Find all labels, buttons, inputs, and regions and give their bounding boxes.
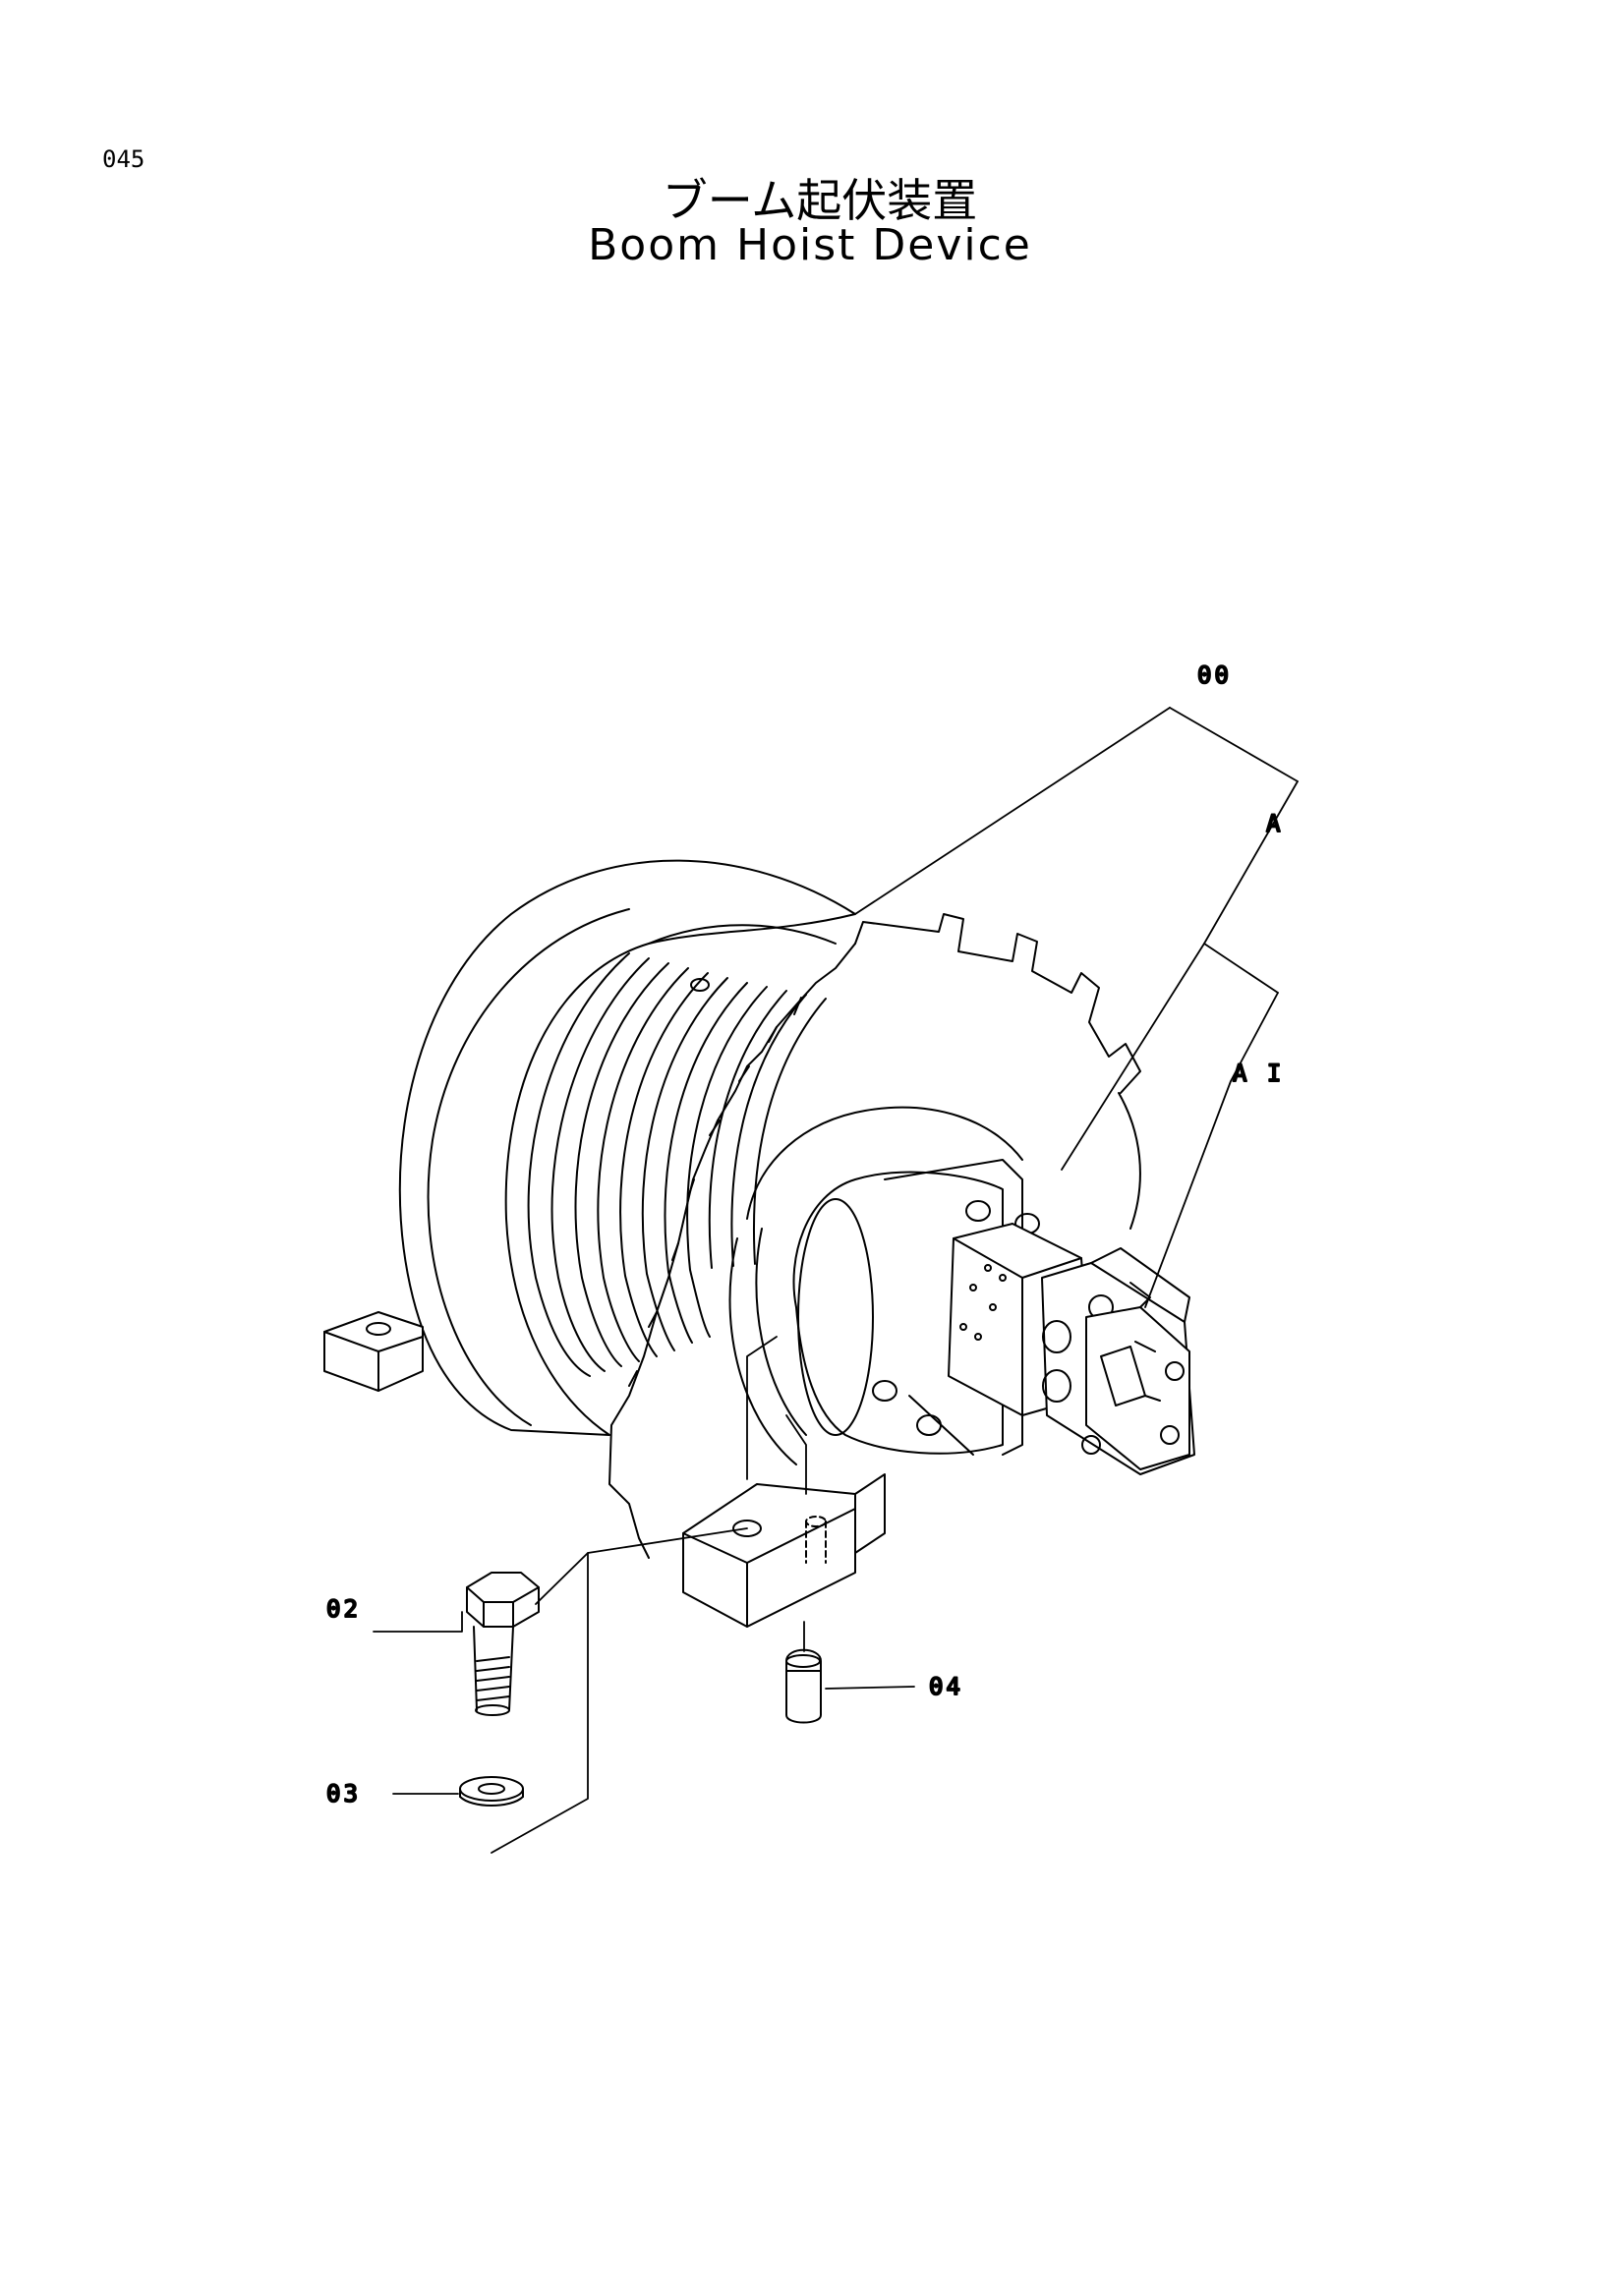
title-japanese: ブーム起伏装置 bbox=[662, 174, 978, 227]
base-bracket-center bbox=[682, 1473, 886, 1628]
callout-A: A bbox=[1266, 810, 1283, 837]
callout-02: 02 bbox=[326, 1595, 361, 1623]
bolt-02 bbox=[466, 1572, 540, 1716]
title-english: Boom Hoist Device bbox=[588, 220, 1032, 270]
hoist-drum bbox=[398, 859, 1141, 1559]
hydraulic-motor bbox=[792, 1159, 1195, 1475]
callout-04: 04 bbox=[929, 1673, 963, 1700]
callout-A1: A I bbox=[1233, 1060, 1284, 1087]
leader-lines bbox=[373, 707, 1299, 1854]
pin-04 bbox=[785, 1648, 822, 1724]
base-bracket-left bbox=[323, 1311, 424, 1392]
callout-03: 03 bbox=[326, 1780, 361, 1808]
washer-03 bbox=[459, 1776, 524, 1807]
page-number: 045 bbox=[102, 145, 145, 173]
callout-00: 00 bbox=[1197, 661, 1232, 689]
